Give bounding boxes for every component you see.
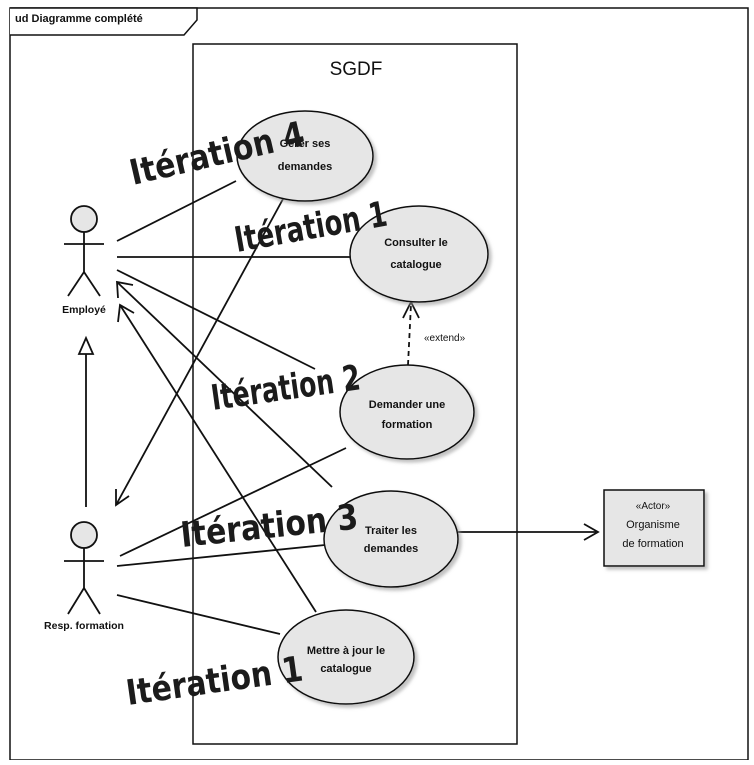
assoc-employe-gerer (116, 180, 237, 242)
system-boundary: SGDF (192, 43, 518, 745)
assoc-resp-demander (119, 447, 347, 557)
usecase-consulter-line1: Consulter le (384, 237, 448, 249)
assoc-mettre-employe (119, 304, 317, 613)
organisme-line1: Organisme (626, 519, 680, 531)
association-lines (115, 180, 600, 635)
arrowhead-organisme (583, 523, 600, 541)
assoc-resp-mettre (116, 594, 281, 635)
actor-resp-label: Resp. formation (44, 620, 124, 632)
arrowhead-employe-2 (117, 303, 135, 323)
usecase-mettre[interactable]: Mettre à jour le catalogue (277, 609, 415, 705)
assoc-gerer-resp (115, 198, 284, 506)
generalization-arrow (77, 335, 95, 507)
usecase-gerer[interactable]: Gérer ses demandes (236, 110, 374, 202)
usecase-demander-line1: Demander une (369, 399, 445, 411)
usecase-demander[interactable]: Demander une formation (339, 364, 475, 460)
assoc-traiter-employe (116, 281, 333, 488)
usecase-traiter-line2: demandes (364, 543, 418, 555)
actor-employe[interactable] (64, 205, 104, 297)
assoc-resp-traiter (116, 544, 326, 567)
usecase-mettre-line2: catalogue (320, 663, 371, 675)
actor-employe-label: Employé (62, 304, 106, 316)
system-title: SGDF (330, 59, 383, 80)
iteration-1-bottom-label: Itération 1 (124, 650, 306, 714)
arrowhead-resp (115, 489, 130, 507)
usecase-mettre-line1: Mettre à jour le (307, 645, 385, 657)
usecase-traiter[interactable]: Traiter les demandes (323, 490, 459, 588)
assoc-employe-demander (116, 269, 316, 370)
usecase-gerer-line2: demandes (278, 161, 332, 173)
actor-organisme[interactable]: «Actor» Organisme de formation (603, 489, 705, 567)
organisme-stereotype: «Actor» (636, 501, 671, 512)
actor-resp-formation[interactable] (64, 521, 104, 615)
usecase-demander-line2: formation (382, 419, 433, 431)
extend-label: «extend» (424, 333, 466, 344)
arrowhead-employe-1 (116, 280, 134, 299)
frame-title: ud Diagramme complété (15, 13, 143, 25)
usecase-consulter-line2: catalogue (390, 259, 441, 271)
extend-dependency: «extend» (402, 299, 466, 366)
organisme-line2: de formation (622, 538, 683, 550)
usecase-consulter[interactable]: Consulter le catalogue (349, 205, 489, 303)
usecase-traiter-line1: Traiter les (365, 525, 417, 537)
usecase-gerer-line1: Gérer ses (280, 138, 331, 150)
